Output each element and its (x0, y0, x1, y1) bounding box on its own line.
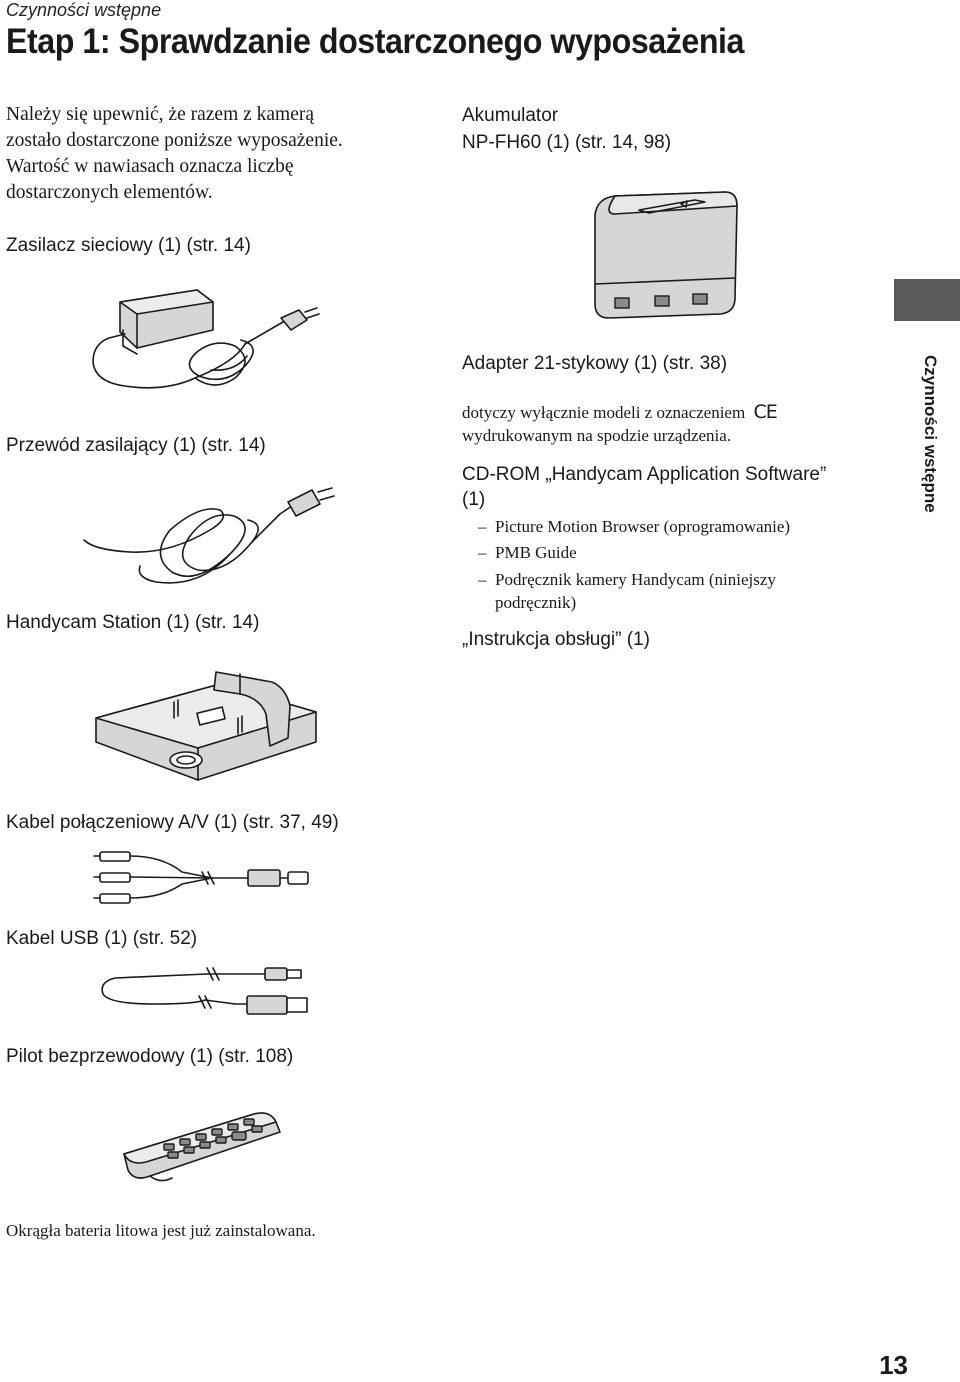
item-av-cable-label: Kabel połączeniowy A/V (1) (str. 37, 49) (6, 812, 339, 833)
page-title: Etap 1: Sprawdzanie dostarczonego wyposa… (6, 22, 744, 61)
item-battery-name: Akumulator (462, 105, 559, 126)
item-ac-adaptor-label: Zasilacz sieciowy (1) (str. 14) (6, 235, 251, 256)
ce-mark: CE (753, 401, 777, 423)
ac-adaptor-illustration (92, 289, 320, 389)
item-power-cord-label: Przewód zasilający (1) (str. 14) (6, 435, 266, 456)
cdrom-sub-item: PMB Guide (495, 543, 577, 562)
item-cdrom-label: CD-ROM „Handycam Application Software” (462, 464, 827, 485)
item-cdrom-count: (1) (462, 489, 486, 510)
battery-illustration (594, 191, 738, 319)
adapter-note-line2: wydrukowanym na spodzie urządzenia. (462, 426, 732, 445)
cdrom-sub-dash: – (478, 517, 487, 536)
intro-line: zostało dostarczone poniższe wyposażenie… (6, 130, 343, 151)
av-cable-illustration (93, 851, 309, 904)
item-adapter-21pin-label: Adapter 21-stykowy (1) (str. 38) (462, 353, 728, 374)
item-remote-label: Pilot bezprzewodowy (1) (str. 108) (6, 1046, 294, 1067)
item-handycam-station-label: Handycam Station (1) (str. 14) (6, 612, 260, 633)
page-number: 13 (879, 1350, 908, 1380)
section-header: Czynności wstępne (6, 0, 162, 20)
remote-note: Okrągła bateria litowa jest już zainstal… (6, 1221, 316, 1240)
cdrom-sub-item: Podręcznik kamery Handycam (niniejszy (495, 570, 776, 589)
cdrom-sub-dash: – (478, 543, 487, 562)
adapter-note-text: dotyczy wyłącznie modeli z oznaczeniem (462, 403, 746, 422)
usb-cable-illustration (101, 967, 308, 1015)
item-battery-model: NP-FH60 (1) (str. 14, 98) (462, 132, 672, 153)
side-tab-block (894, 279, 960, 321)
intro-line: Wartość w nawiasach oznacza liczbę (6, 156, 294, 177)
power-cord-illustration (83, 487, 335, 584)
intro-line: dostarczonych elementów. (6, 182, 213, 203)
intro-line: Należy się upewnić, że razem z kamerą (6, 104, 315, 125)
side-tab-label: Czynności wstępne (921, 355, 940, 513)
item-usb-cable-label: Kabel USB (1) (str. 52) (6, 928, 198, 949)
item-manual-label: „Instrukcja obsługi” (1) (462, 629, 650, 650)
cdrom-sub-dash: – (478, 570, 487, 589)
handycam-station-illustration (95, 671, 317, 781)
cdrom-sub-item: Picture Motion Browser (oprogramowanie) (495, 517, 791, 536)
adapter-note: dotyczy wyłącznie modeli z oznaczeniem C… (462, 401, 778, 424)
cdrom-sub-item: podręcznik) (495, 593, 577, 612)
remote-illustration (123, 1112, 281, 1182)
